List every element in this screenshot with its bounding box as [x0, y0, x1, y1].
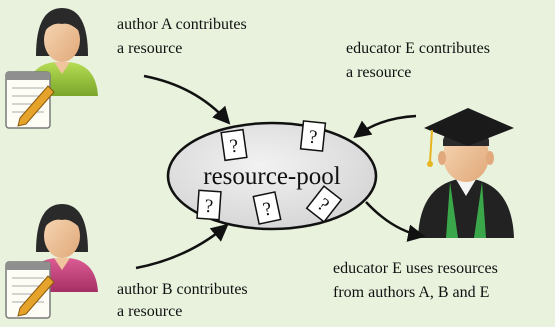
author-a-label-line2: a resource	[117, 40, 183, 57]
question-card-icon: ?	[299, 120, 327, 152]
educator-contributes-label-line2: a resource	[346, 64, 412, 81]
resource-pool-label: resource-pool	[203, 163, 340, 190]
author-a-label-line1: author A contributes	[117, 16, 247, 33]
svg-text:?: ?	[204, 196, 214, 218]
notepad-pencil-icon	[5, 71, 55, 129]
educator-uses-label-line2: from authors A, B and E	[333, 284, 490, 301]
author-b-label-line2: a resource	[117, 303, 183, 320]
svg-text:?: ?	[308, 127, 319, 149]
graduate-educator-icon	[418, 108, 514, 238]
educator-uses-label-line1: educator E uses resources	[333, 260, 498, 277]
arrow-author-b-to-pool	[135, 223, 229, 270]
arrow-author-a-to-pool	[143, 74, 231, 125]
question-card-icon: ?	[220, 128, 248, 162]
question-card-icon: ?	[305, 185, 343, 223]
question-card-icon: ?	[196, 189, 222, 221]
svg-text:?: ?	[229, 136, 240, 158]
notepad-pencil-icon	[5, 261, 55, 319]
author-b-label-line1: author B contributes	[117, 281, 248, 298]
question-card-icon: ?	[252, 191, 282, 225]
educator-contributes-label-line1: educator E contributes	[346, 40, 490, 57]
arrow-pool-to-educator	[365, 201, 426, 242]
arrow-educator-to-pool	[353, 114, 417, 139]
